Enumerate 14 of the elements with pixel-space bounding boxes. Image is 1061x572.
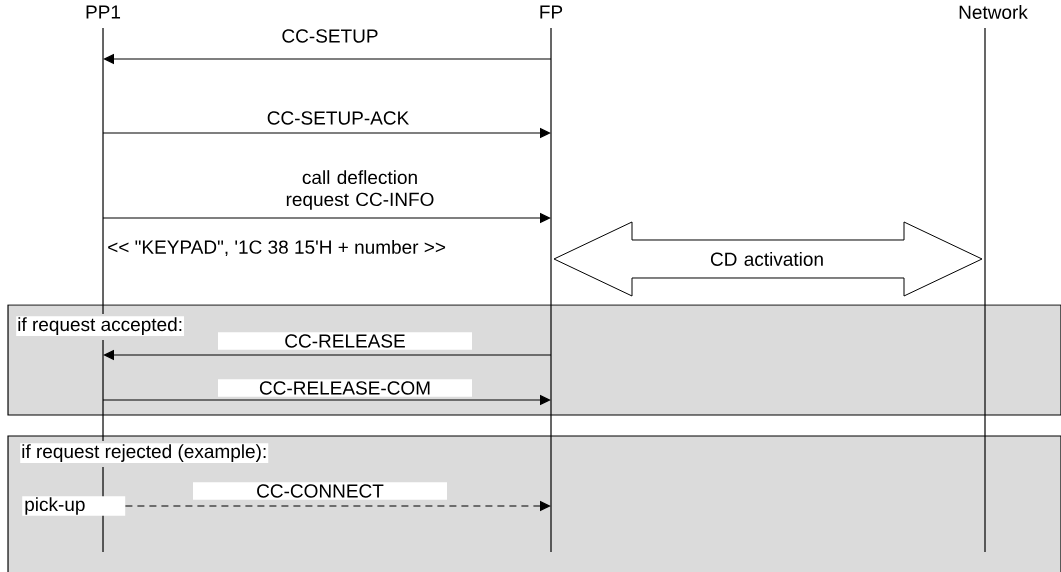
parameter-text: << "KEYPAD", '1C 38 15'H + number >> <box>108 239 446 257</box>
message-label: CC-SETUP-ACK <box>267 111 410 125</box>
message-label: CC-RELEASE-COM <box>218 379 472 397</box>
section-heading: if request rejected (example): <box>20 443 269 463</box>
message-label: call deflection request CC-INFO <box>286 170 434 210</box>
lifeline: Network <box>959 5 1028 553</box>
event-label: pick-up <box>22 496 126 516</box>
lifeline: FP <box>540 5 563 553</box>
message-label: CC-CONNECT <box>193 482 447 500</box>
message-label: CC-RELEASE <box>218 332 472 350</box>
message-label: CD activation <box>710 252 823 266</box>
message-label: CC-SETUP <box>282 29 378 43</box>
block-arrow <box>553 221 983 297</box>
section-heading: if request accepted: <box>16 316 185 336</box>
